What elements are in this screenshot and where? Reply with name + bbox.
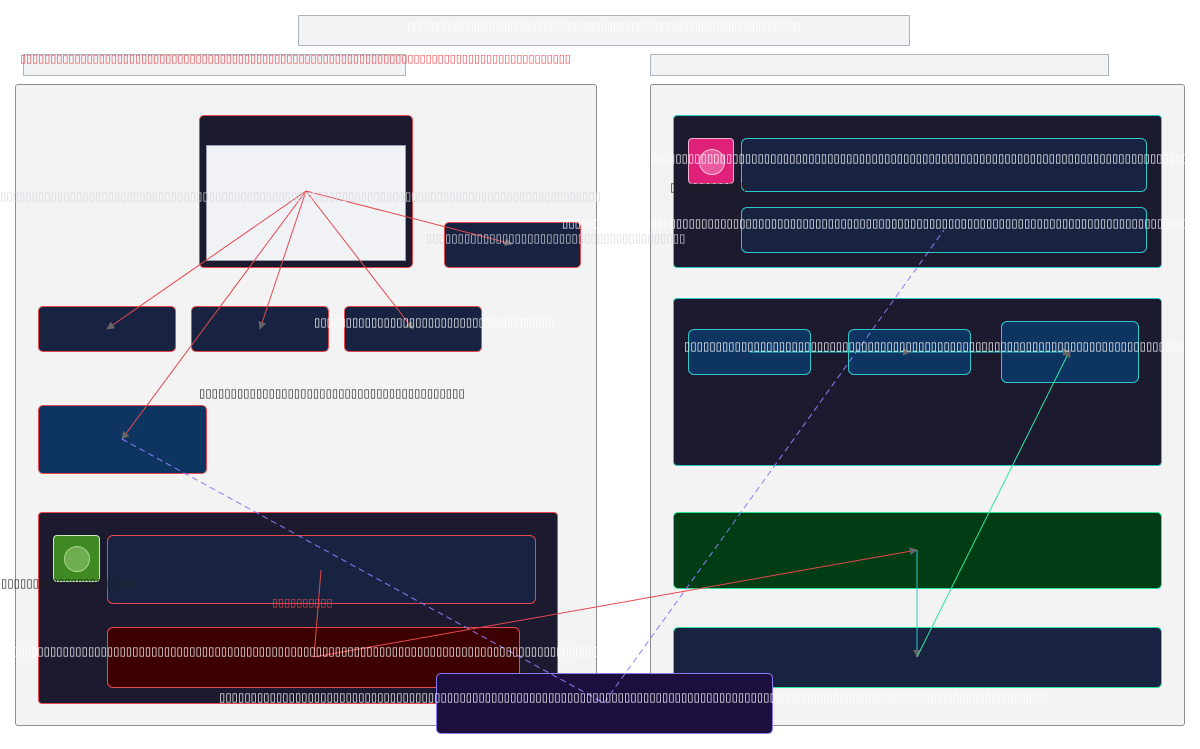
right-top-node-2[interactable] — [741, 207, 1147, 253]
bottom-center-node[interactable] — [436, 673, 773, 734]
edge-window-to-right-node — [305, 190, 513, 247]
window-node-label: ▯▯▯▯▯▯▯▯▯▯▯▯▯▯▯▯▯▯▯▯▯▯▯▯▯▯▯▯▯▯▯▯▯▯▯▯▯▯▯▯… — [0, 189, 600, 203]
cluster-small-label: ▯▯▯▯▯▯▯▯▯▯ — [272, 596, 333, 609]
edge-window-to-row3 — [305, 190, 414, 330]
circle-icon — [64, 546, 90, 572]
edge-bottom-node-to-flow3 — [916, 349, 1071, 658]
right-node-label: ▯▯▯▯▯▯▯▯▯▯▯▯▯▯▯▯▯▯▯▯▯▯▯▯▯▯▯▯▯▯▯▯▯▯▯▯▯▯▯▯… — [426, 231, 686, 245]
row-node-label: ▯▯▯▯▯▯▯▯▯▯▯▯▯▯▯▯▯▯▯▯▯▯▯▯▯▯▯▯▯▯▯▯▯▯▯▯▯▯ — [314, 315, 555, 329]
edge-cluster-to-green — [313, 547, 918, 658]
left-subtitle-box — [23, 54, 406, 76]
component-icon-pink — [688, 138, 734, 184]
window-node[interactable] — [199, 115, 413, 268]
cluster-bottom-label: ▯▯▯▯▯▯▯▯▯▯▯▯▯▯▯▯▯▯▯▯▯▯▯▯▯▯▯▯▯▯▯▯▯▯▯▯▯▯▯▯… — [12, 644, 598, 658]
component-icon-green — [53, 535, 100, 582]
bottom-center-label: ▯▯▯▯▯▯▯▯▯▯▯▯▯▯▯▯▯▯▯▯▯▯▯▯▯▯▯▯▯▯▯▯▯▯▯▯▯▯▯▯… — [219, 690, 1049, 704]
edge-window-to-row1 — [106, 190, 307, 330]
left-subtitle: ▯▯▯▯▯▯▯▯▯▯▯▯▯▯▯▯▯▯▯▯▯▯▯▯▯▯▯▯▯▯▯▯▯▯▯▯▯▯▯▯… — [20, 52, 571, 65]
window-node-body — [206, 145, 406, 261]
right-top-node-1[interactable] — [741, 138, 1147, 192]
mid-label: ▯▯▯▯▯▯▯▯▯▯▯▯▯▯▯▯▯▯▯▯▯▯▯▯▯▯▯▯▯▯▯▯▯▯▯▯▯▯▯▯… — [199, 386, 465, 400]
diagram-title: ▯▯▯▯▯▯▯▯▯▯▯▯▯▯▯▯▯▯▯▯▯▯▯▯▯▯▯▯▯▯▯▯▯▯▯▯▯▯▯▯… — [407, 19, 801, 33]
circle-icon — [699, 149, 725, 175]
diagram-title-box — [298, 15, 910, 46]
right-top-row-label: ▯▯▯▯▯▯▯▯▯▯▯▯▯▯▯▯▯▯▯▯▯▯▯▯▯▯▯▯▯▯▯▯▯▯▯▯▯▯▯▯… — [650, 151, 1198, 165]
right-subtitle-box — [650, 54, 1109, 76]
flow-label: ▯▯▯▯▯▯▯▯▯▯▯▯▯▯▯▯▯▯▯▯▯▯▯▯▯▯▯▯▯▯▯▯▯▯▯▯▯▯▯▯… — [684, 339, 1198, 353]
edge-bottom-to-right-top — [603, 229, 945, 704]
edge-cluster-top-to-bottom — [313, 569, 322, 658]
edge-window-to-blue — [121, 190, 307, 440]
cluster-side-label: ▯▯▯▯▯▯▯▯▯▯▯▯▯▯▯▯▯▯▯▯▯ — [1, 576, 134, 590]
edge-window-to-row2 — [258, 190, 307, 330]
edge-blue-to-bottom — [121, 438, 605, 704]
right-second-row-label: ▯▯▯▯▯▯▯▯▯▯▯▯▯▯▯▯▯▯▯▯▯▯▯▯▯▯▯▯▯▯▯▯▯▯▯▯▯▯▯▯… — [562, 216, 1198, 230]
cluster-node-top[interactable] — [107, 535, 536, 604]
icon-side-label: ▯▯▯▯▯▯▯▯▯▯▯▯ — [670, 180, 746, 194]
